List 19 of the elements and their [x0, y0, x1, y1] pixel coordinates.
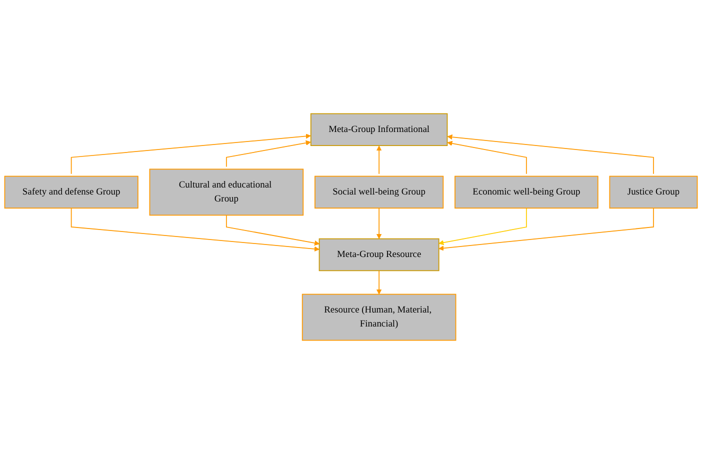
arrow	[70, 208, 320, 252]
arrow	[447, 134, 654, 174]
arrow	[226, 140, 311, 168]
node-box: Economic well-being Group	[454, 176, 598, 209]
node-box: Cultural and educational Group	[149, 168, 304, 216]
node-box: Meta-Group Resource	[318, 238, 440, 272]
node-box: Social well-being Group	[314, 176, 444, 209]
arrow	[376, 208, 382, 240]
arrow	[447, 140, 527, 174]
node-box: Justice Group	[609, 176, 698, 209]
node-box: Resource (Human, Material, Financial)	[302, 294, 456, 341]
node-box: Safety and defense Group	[4, 176, 138, 209]
arrow	[376, 146, 382, 174]
arrow	[438, 208, 527, 246]
arrow	[70, 134, 311, 174]
arrow	[376, 270, 382, 294]
arrow	[438, 208, 654, 251]
node-box: Meta-Group Informational	[310, 113, 448, 146]
arrow	[226, 214, 320, 246]
